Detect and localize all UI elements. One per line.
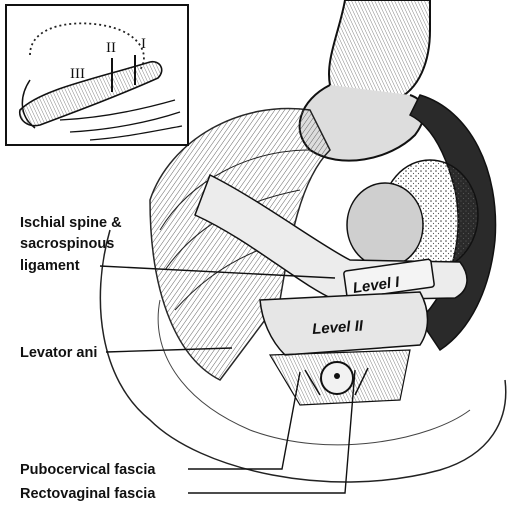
inset-label-level-one: I — [141, 36, 146, 52]
level-two-label: Level II — [312, 317, 365, 338]
level-two-band: Level II — [260, 292, 428, 405]
inset-label-level-two: II — [106, 40, 116, 56]
callout-rectovaginal-fascia: Rectovaginal fascia — [20, 486, 156, 502]
callout-levator-ani: Levator ani — [20, 345, 97, 361]
callout-ischial-line3: ligament — [20, 258, 80, 274]
inset-diagram: I II III — [6, 5, 188, 145]
inset-label-level-three: III — [70, 66, 85, 82]
callout-ischial-line2: sacrospinous — [20, 236, 114, 252]
callout-ischial-line1: Ischial spine & — [20, 215, 122, 231]
callout-pubocervical-fascia: Pubocervical fascia — [20, 462, 156, 478]
